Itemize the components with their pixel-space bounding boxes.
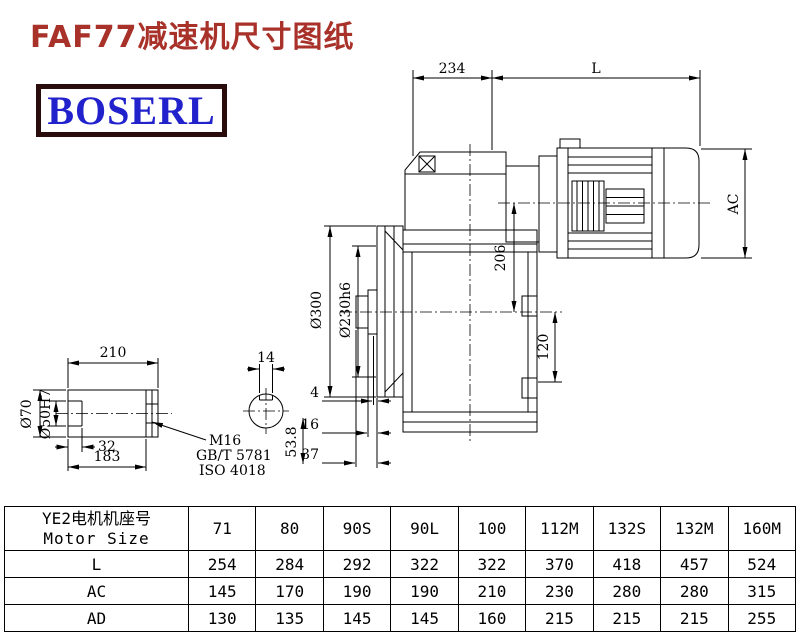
motor-size-header: YE2电机机座号 Motor Size <box>4 506 189 551</box>
table-cell: 145 <box>187 577 257 605</box>
table-cell: 280 <box>592 577 662 605</box>
thread-label: M16 <box>209 433 241 449</box>
dim-70-label: Ø70 <box>19 399 35 428</box>
table-cell: 255 <box>727 604 796 632</box>
dim-shaft-lines <box>33 358 159 471</box>
table-cell: 190 <box>390 577 459 605</box>
dimension-labels: 234 L AC 206 Ø300 Ø230h6 120 4 16 37 53.… <box>19 61 742 479</box>
col-header-100: 100 <box>457 506 527 551</box>
table-cell: 457 <box>660 550 729 578</box>
dim-37-label: 37 <box>301 447 319 463</box>
table-row-AD: AD 130 135 145 145 160 215 215 215 255 <box>4 604 796 632</box>
technical-drawing: 234 L AC 206 Ø300 Ø230h6 120 4 16 37 53.… <box>19 61 752 479</box>
row-label-L: L <box>4 550 189 578</box>
table-cell: 418 <box>592 550 662 578</box>
dim-AC-label: AC <box>726 194 742 216</box>
table-row-L: L 254 284 292 322 322 370 418 457 524 <box>4 550 796 578</box>
dim-AC-lines <box>701 148 752 259</box>
table-cell: 190 <box>322 577 392 605</box>
col-header-160M: 160M <box>727 506 796 551</box>
col-header-112M: 112M <box>525 506 594 551</box>
dim-206-label: 206 <box>493 245 509 272</box>
motor-size-header-en: Motor Size <box>43 528 150 548</box>
table-cell: 130 <box>187 604 257 632</box>
motor-outline <box>556 138 700 259</box>
table-cell: 322 <box>390 550 459 578</box>
dim-flange-dia-lines <box>324 225 376 398</box>
table-cell: 145 <box>322 604 392 632</box>
dim-4-label: 4 <box>310 385 319 401</box>
dim-32-label: 32 <box>98 439 116 455</box>
table-cell: 230 <box>525 577 594 605</box>
dim-120-lines <box>538 312 562 383</box>
table-cell: 370 <box>525 550 594 578</box>
table-cell: 284 <box>255 550 324 578</box>
row-label-AC: AC <box>4 577 189 605</box>
table-cell: 322 <box>457 550 527 578</box>
dim-234-L-lines <box>412 70 701 156</box>
dim-L-label: L <box>591 61 600 77</box>
col-header-90S: 90S <box>322 506 392 551</box>
centerlines <box>56 144 712 442</box>
table-cell: 292 <box>322 550 392 578</box>
table-cell: 160 <box>457 604 527 632</box>
dim-234-label: 234 <box>439 61 466 77</box>
standard-gb-label: GB/T 5781 <box>196 448 272 464</box>
dim-230h6-label: Ø230h6 <box>338 282 354 338</box>
thread-leader-line <box>151 421 207 441</box>
brand-logo: BOSERL <box>36 84 227 137</box>
drawing-linework <box>33 70 752 471</box>
col-header-90L: 90L <box>390 506 459 551</box>
dim-16-label: 16 <box>301 417 319 433</box>
table-row-AC: AC 145 170 190 190 210 230 280 280 315 <box>4 577 796 605</box>
standard-iso-label: ISO 4018 <box>199 463 266 479</box>
table-header-row: YE2电机机座号 Motor Size 71 80 90S 90L 100 11… <box>4 506 796 551</box>
motor-size-header-cn: YE2电机机座号 <box>42 508 151 528</box>
output-flange-outline <box>355 225 404 398</box>
table-cell: 524 <box>727 550 796 578</box>
table-cell: 170 <box>255 577 324 605</box>
col-header-71: 71 <box>187 506 257 551</box>
table-cell: 280 <box>660 577 729 605</box>
dim-14-label: 14 <box>257 350 275 366</box>
table-cell: 210 <box>457 577 527 605</box>
dim-183-label: 183 <box>94 449 121 465</box>
dimension-table: YE2电机机座号 Motor Size 71 80 90S 90L 100 11… <box>4 506 796 632</box>
dim-210-label: 210 <box>100 345 127 361</box>
page-title: FAF77减速机尺寸图纸 <box>30 20 355 55</box>
col-header-80: 80 <box>255 506 324 551</box>
brand-logo-text: BOSERL <box>47 87 216 133</box>
dim-53-8-label: 53.8 <box>284 426 300 457</box>
table-cell: 315 <box>727 577 796 605</box>
dim-bottom-lines <box>300 330 391 468</box>
col-header-132M: 132M <box>660 506 729 551</box>
table-cell: 215 <box>660 604 729 632</box>
table-cell: 215 <box>525 604 594 632</box>
table-cell: 145 <box>390 604 459 632</box>
dim-300-label: Ø300 <box>309 291 325 329</box>
dim-50H7-label: Ø50H7 <box>38 389 54 439</box>
table-cell: 135 <box>255 604 324 632</box>
row-label-AD: AD <box>4 604 189 632</box>
dim-120-label: 120 <box>536 334 552 361</box>
col-header-132S: 132S <box>592 506 662 551</box>
table-cell: 254 <box>187 550 257 578</box>
table-cell: 215 <box>592 604 662 632</box>
